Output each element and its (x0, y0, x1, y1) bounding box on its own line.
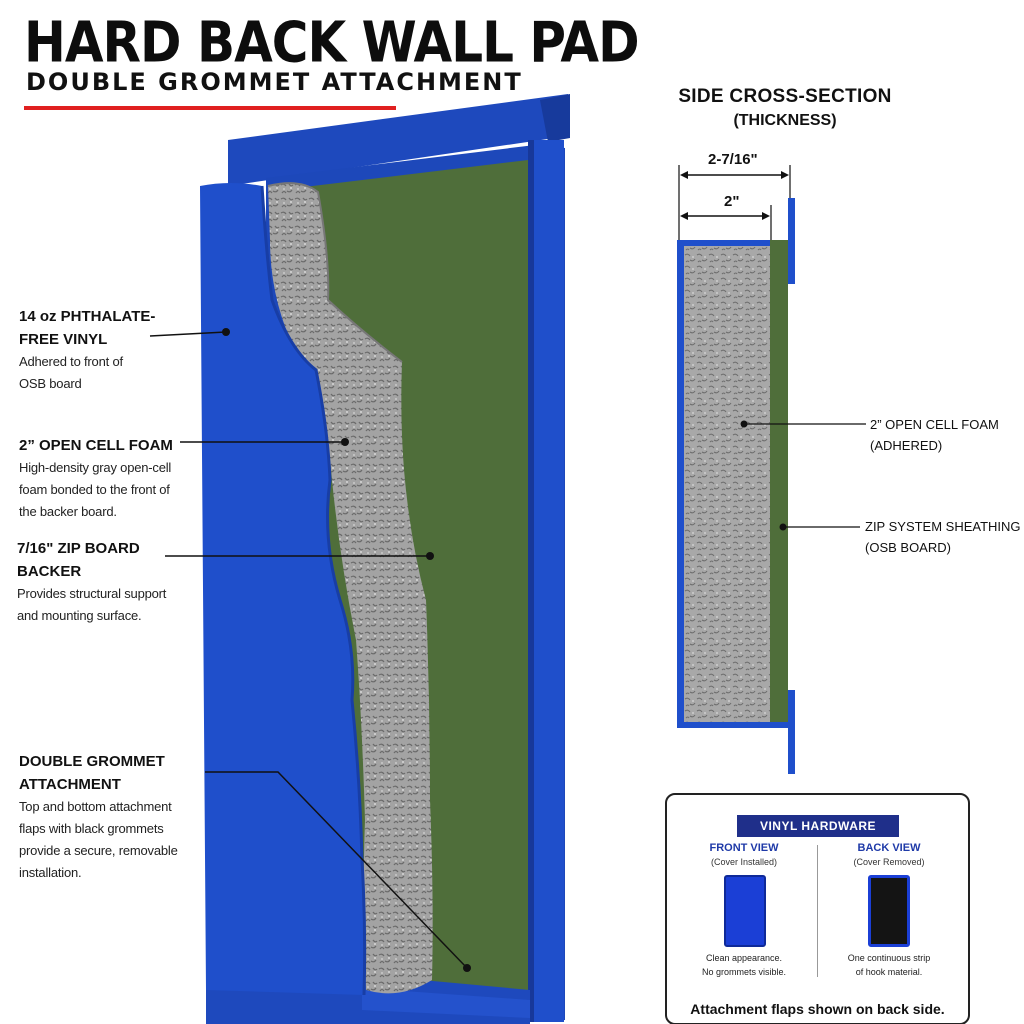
front-view-caption: Clean appearance. No grommets visible. (684, 951, 804, 979)
callout-grommet-head-1: DOUBLE GROMMET (19, 753, 165, 770)
front-view-title: FRONT VIEW (709, 842, 779, 854)
callout-grommet-desc-3: provide a secure, removable (19, 843, 178, 858)
front-view-caption-1: Clean appearance. (705, 953, 783, 963)
back-view-swatch (868, 875, 910, 947)
cross-section-subtitle: (THICKNESS) (733, 112, 837, 129)
leader-grommet (205, 771, 468, 969)
front-view-caption-2: No grommets visible. (701, 967, 787, 977)
callout-foam-desc-3: the backer board. (19, 504, 117, 519)
dim-outer-label: 2-7/16" (708, 151, 758, 168)
back-view-subtitle: (Cover Removed) (853, 857, 925, 867)
hardware-cover-banner: VINYL HARDWARE COVER (737, 815, 899, 855)
callout-foam: 2” OPEN CELL FOAM High-density gray open… (19, 434, 194, 523)
hardware-cover-divider (817, 845, 818, 977)
page-title: HARD BACK WALL PAD (24, 10, 640, 75)
callout-foam-head-1: 2” OPEN CELL FOAM (19, 437, 173, 454)
callout-foam-desc-2: foam bonded to the front of (19, 482, 170, 497)
front-view-subtitle: (Cover Installed) (710, 857, 778, 867)
hardware-cover-footer: Attachment flaps shown on back side. (690, 1001, 945, 1017)
callout-vinyl: 14 oz PHTHALATE- FREE VINYL Adhered to f… (19, 305, 189, 395)
callout-vinyl-head-1: 14 oz PHTHALATE- (19, 308, 156, 325)
back-view-caption-1: One continuous strip (847, 953, 931, 963)
xs-zip-label-1: ZIP SYSTEM SHEATHING (865, 519, 1021, 534)
hardware-cover-panel: VINYL HARDWARE COVER FRONT VIEW (Cover I… (665, 793, 970, 1024)
dim-inner-label: 2" (724, 193, 740, 210)
back-view-caption: One continuous strip of hook material. (829, 951, 949, 979)
vinyl-face (200, 183, 365, 995)
callout-vinyl-desc-2: OSB board (19, 376, 82, 391)
xs-zip-board (770, 240, 788, 728)
leader-vinyl (149, 331, 227, 337)
cross-section-title: SIDE CROSS-SECTION (678, 86, 892, 107)
callout-grommet-head-2: ATTACHMENT (19, 776, 121, 793)
callout-grommet-desc-4: installation. (19, 865, 82, 880)
callout-zip-desc-1: Provides structural support (17, 586, 167, 601)
xs-zip-label: ZIP SYSTEM SHEATHING (OSB BOARD) (865, 516, 1021, 558)
back-view-title: BACK VIEW (857, 842, 921, 854)
callout-zip-desc-2: and mounting surface. (17, 608, 142, 623)
xs-foam (684, 246, 770, 722)
xs-foam-label-1: 2” OPEN CELL FOAM (870, 417, 999, 432)
callout-grommet-desc-1: Top and bottom attachment (19, 799, 172, 814)
callout-zip-head-1: 7/16" ZIP BOARD (17, 540, 140, 557)
xs-foam-label: 2” OPEN CELL FOAM (ADHERED) (870, 414, 999, 456)
back-view-caption-2: of hook material. (855, 967, 923, 977)
front-view-swatch (724, 875, 766, 947)
callout-grommet-desc-2: flaps with black grommets (19, 821, 164, 836)
top-attachment-flap (228, 94, 568, 186)
title-underline (24, 106, 396, 110)
foam-layer (268, 183, 433, 994)
callout-grommet: DOUBLE GROMMET ATTACHMENT Top and bottom… (19, 750, 194, 884)
xs-foam-label-2: (ADHERED) (870, 438, 943, 453)
xs-zip-label-2: (OSB BOARD) (865, 540, 951, 555)
callout-zip-head-2: BACKER (17, 563, 82, 580)
callout-vinyl-head-2: FREE VINYL (19, 331, 108, 348)
page-subtitle: DOUBLE GROMMET ATTACHMENT (26, 68, 523, 96)
callout-foam-desc-1: High-density gray open-cell (19, 460, 172, 475)
callout-zip: 7/16" ZIP BOARD BACKER Provides structur… (17, 537, 187, 627)
callout-vinyl-desc-1: Adhered to front of (19, 354, 123, 369)
